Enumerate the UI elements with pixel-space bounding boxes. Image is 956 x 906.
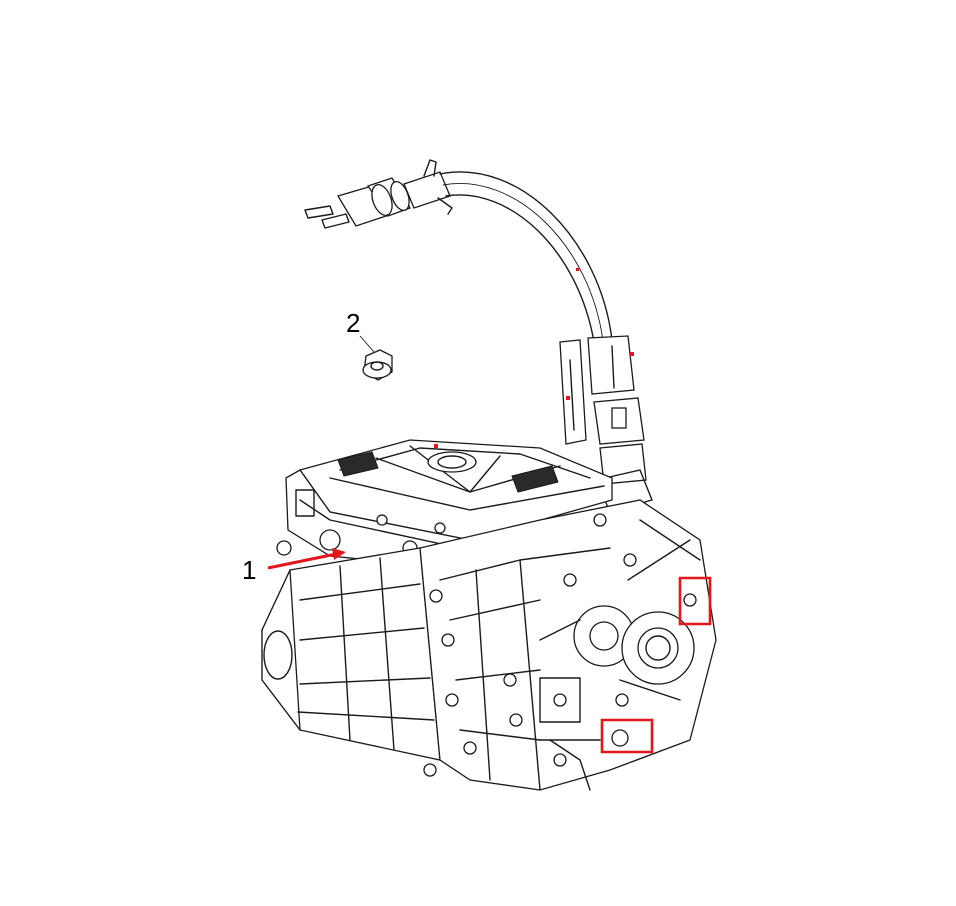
callout-label-2: 2 [346, 308, 361, 338]
leader-arrow-icon [267, 548, 346, 570]
wiring-harness [304, 159, 653, 513]
flange-nut-icon [359, 335, 393, 381]
drive-unit-housing [261, 439, 717, 791]
highlight-box-icon [434, 268, 712, 754]
callout-label-1: 1 [242, 555, 257, 585]
